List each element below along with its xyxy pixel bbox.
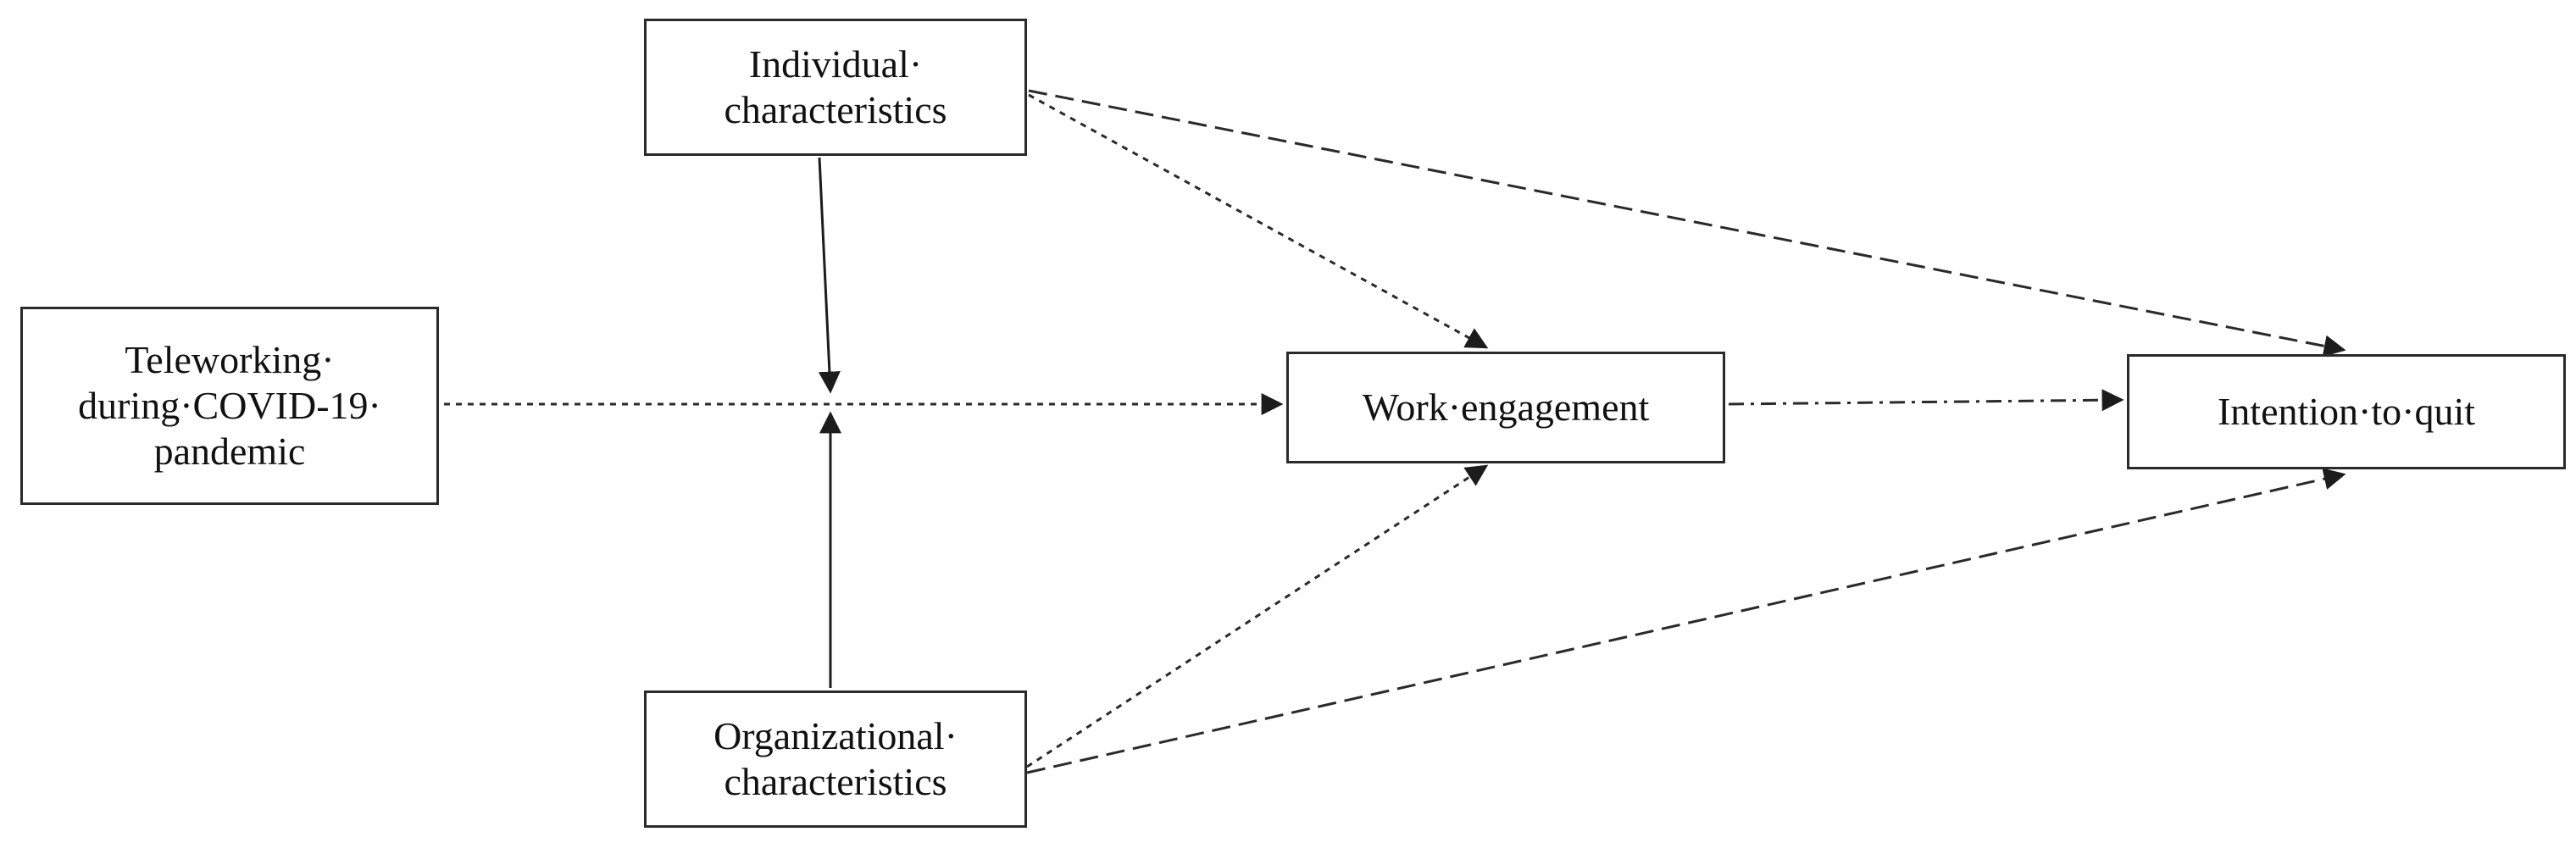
node-intention-to-quit: Intention·to·quit xyxy=(2127,354,2566,469)
node-individual-characteristics: Individual· characteristics xyxy=(644,19,1027,156)
node-intention-to-quit-label: Intention·to·quit xyxy=(2217,390,2476,433)
node-organizational-characteristics: Organizational· characteristics xyxy=(644,690,1027,828)
edge-individual-to-work-engagement xyxy=(1028,93,1489,349)
node-teleworking-label: Teleworking· during·COVID-19· pandemic xyxy=(78,338,381,473)
edge-individual-to-intention xyxy=(1028,89,2346,358)
node-work-engagement: Work·engagement xyxy=(1286,352,1725,463)
node-teleworking: Teleworking· during·COVID-19· pandemic xyxy=(20,307,439,505)
node-work-engagement-label: Work·engagement xyxy=(1362,385,1650,429)
node-organizational-characteristics-label: Organizational· characteristics xyxy=(713,714,958,803)
edge-work-engagement-to-intention xyxy=(1728,389,2124,412)
node-individual-characteristics-label: Individual· characteristics xyxy=(724,42,947,131)
edge-organizational-to-work-engagement xyxy=(1026,464,1489,768)
edge-individual-moderation xyxy=(818,157,841,394)
edge-organizational-to-intention xyxy=(1026,468,2346,774)
